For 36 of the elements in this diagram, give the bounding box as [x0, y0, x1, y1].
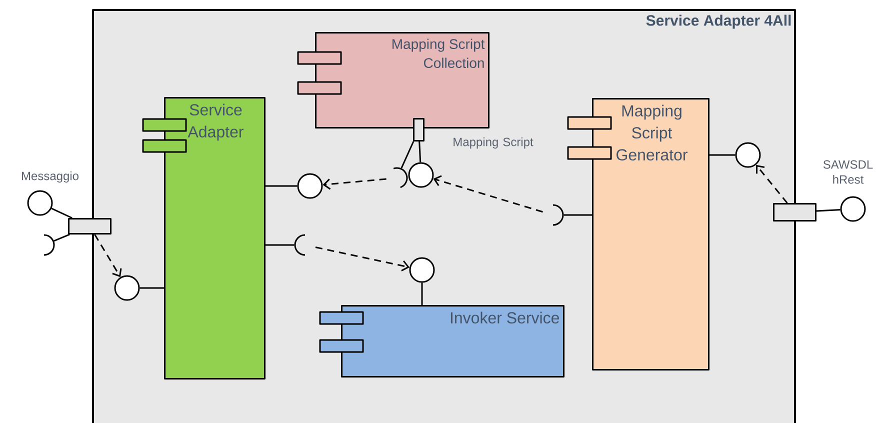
dashed-arrow [94, 234, 122, 278]
connector-line [266, 244, 294, 246]
interface-circle [408, 162, 434, 188]
connector-line [54, 234, 70, 242]
interface-circle [409, 257, 435, 283]
connector-line [418, 141, 422, 162]
connector-line [266, 185, 298, 187]
interface-circle [297, 173, 323, 199]
dashed-arrow [756, 164, 788, 204]
port-box [68, 218, 112, 234]
connector-line [51, 208, 72, 219]
port-box [773, 203, 816, 222]
component-box: Mapping Script Collection [297, 32, 490, 128]
connector-line [421, 282, 423, 305]
port-box [413, 118, 424, 142]
dashed-arrow [322, 178, 386, 190]
connector-line [564, 214, 592, 216]
connector-line [400, 141, 414, 168]
component-box: Mapping Script Generator [567, 98, 710, 370]
interface-circle [114, 275, 140, 301]
connector-line [710, 154, 736, 156]
interface-circle [840, 196, 866, 222]
socket-arc [44, 234, 55, 256]
component-box: Service Adapter [142, 97, 266, 380]
interface-label: Messaggio [22, 171, 78, 183]
socket-arc [294, 234, 306, 256]
component-box: Invoker Service [319, 305, 564, 378]
interface-circle [27, 190, 53, 216]
interface-label: Mapping Script [454, 137, 534, 149]
dashed-arrow [315, 246, 410, 272]
dashed-arrow [433, 175, 543, 213]
interface-label: SAWSDL hRest [823, 160, 873, 184]
connector-line [140, 287, 164, 289]
socket-arc [552, 204, 564, 226]
connector-line [816, 208, 840, 212]
socket-arc [393, 167, 408, 188]
